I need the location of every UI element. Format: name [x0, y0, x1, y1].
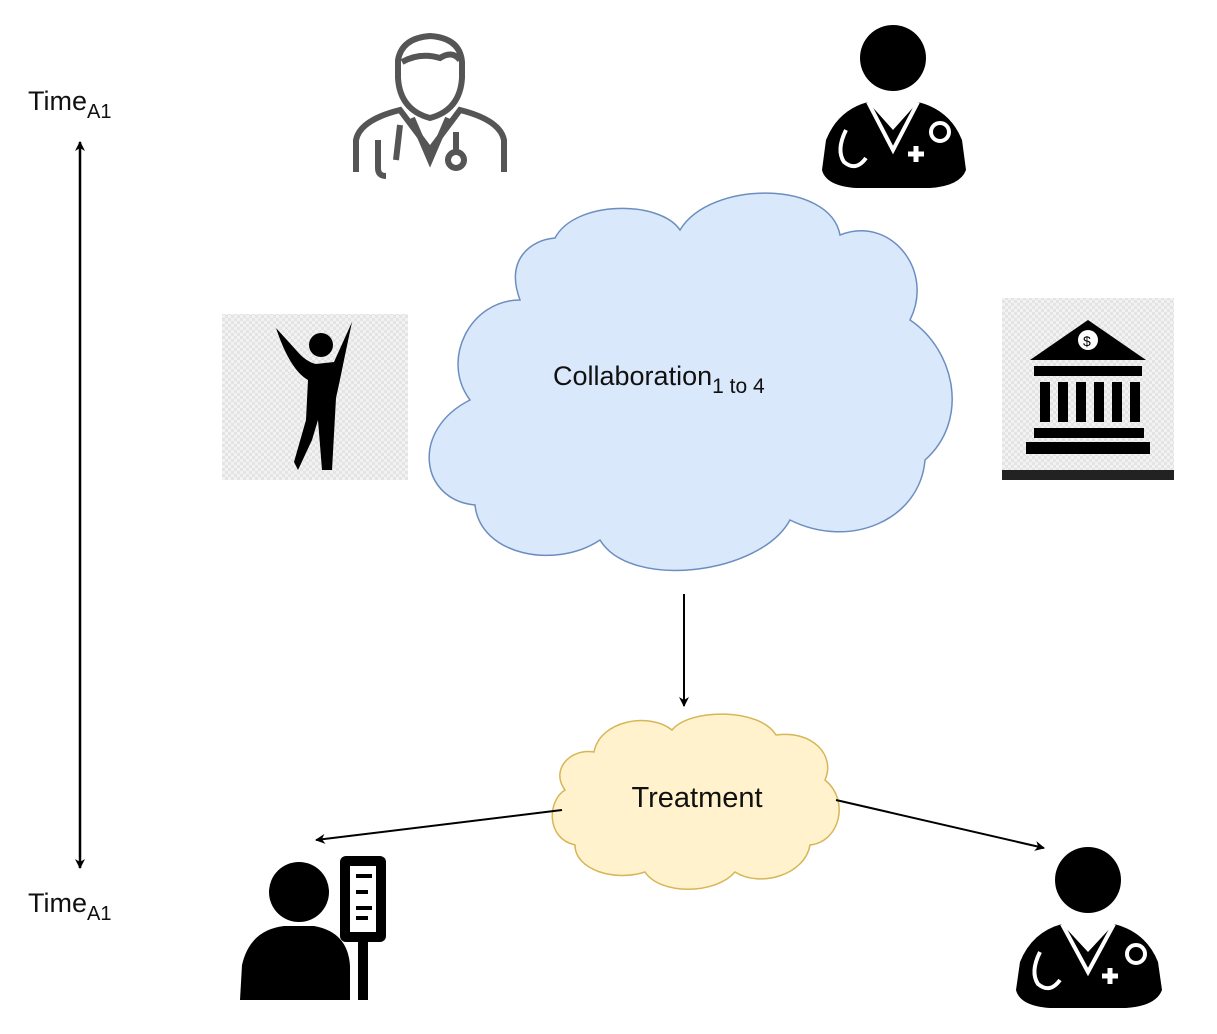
doctor-top-right-icon	[822, 25, 966, 188]
bank-icon: $	[1002, 298, 1174, 480]
patient-iv-icon	[240, 856, 386, 1000]
patient-active-icon	[222, 314, 408, 480]
collaboration-label: Collaboration1 to 4	[553, 361, 765, 398]
time-axis: TimeA1 TimeA1	[28, 86, 111, 925]
doctor-outline-icon	[353, 32, 507, 179]
treatment-label: Treatment	[631, 782, 762, 814]
time-axis-top-label: TimeA1	[28, 86, 111, 123]
treatment-cloud: Treatment	[551, 713, 840, 890]
collaboration-cloud: Collaboration1 to 4	[428, 192, 953, 572]
svg-text:$: $	[1083, 333, 1091, 349]
arrow-treatment-to-doctor	[835, 799, 1045, 851]
arrow-treatment-to-patient	[315, 809, 563, 844]
doctor-bottom-right-icon	[1016, 847, 1162, 1008]
time-axis-bottom-label: TimeA1	[28, 888, 111, 925]
